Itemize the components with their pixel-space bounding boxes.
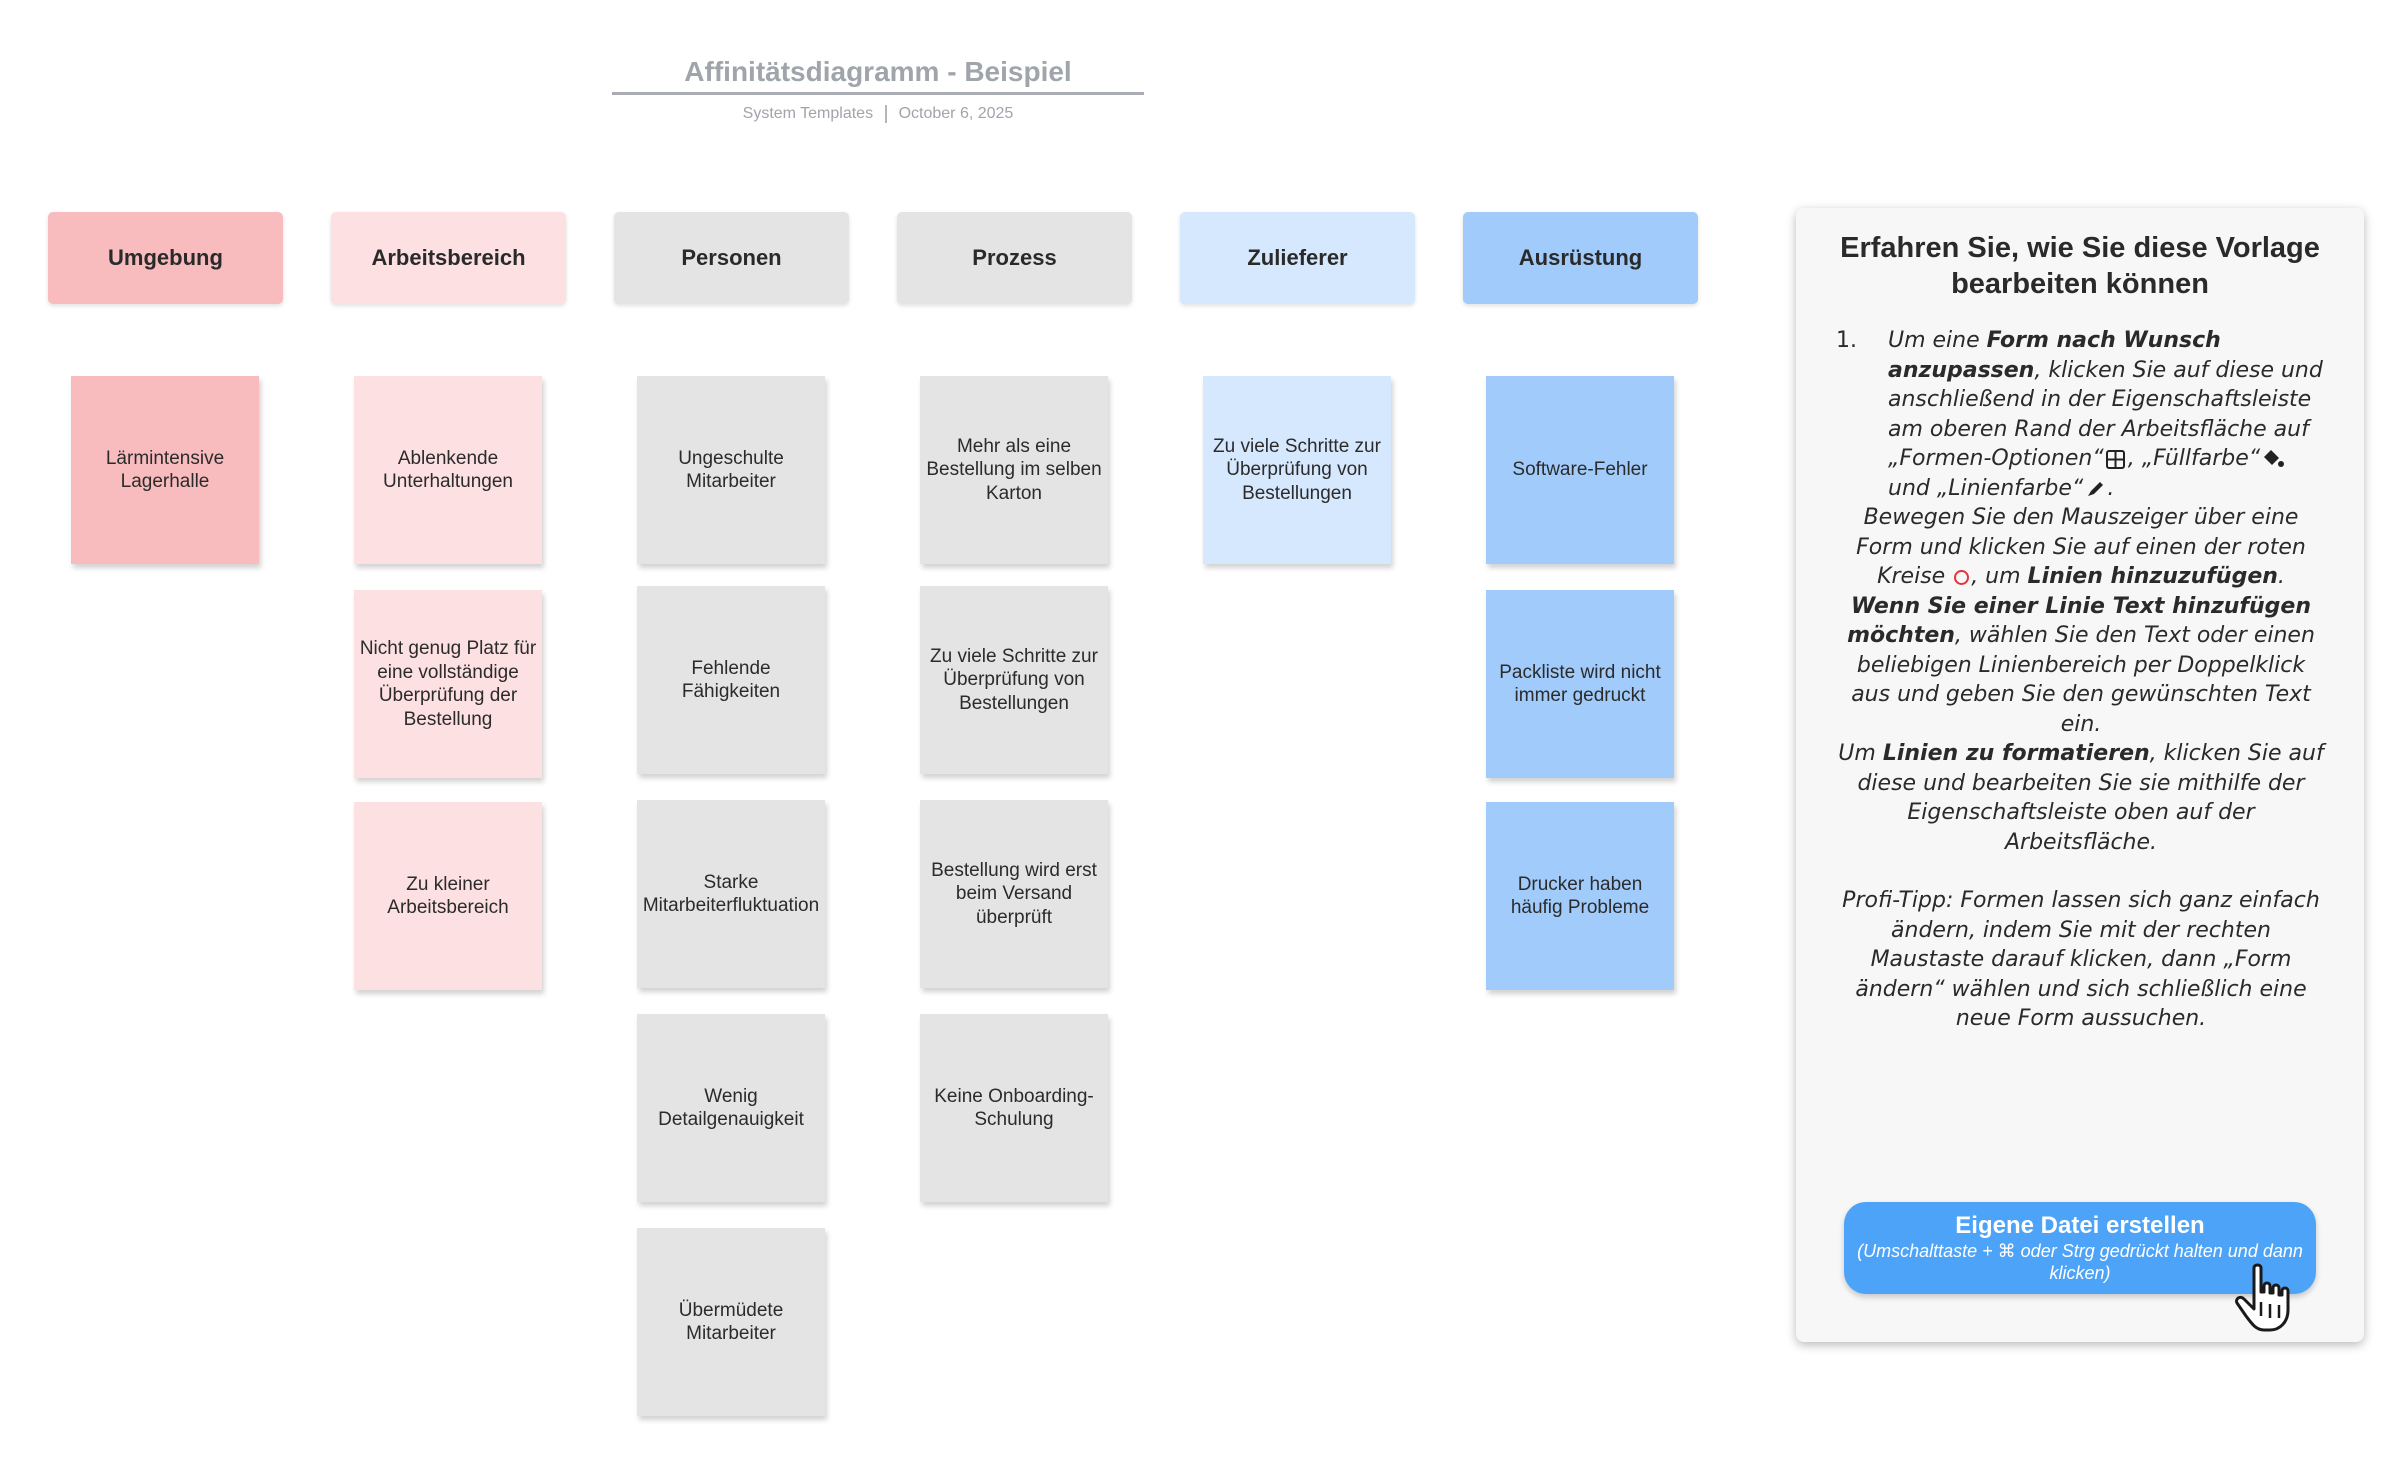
lines-text: .	[2277, 564, 2285, 589]
sticky-note[interactable]: Starke Mitarbeiterfluktuation	[637, 800, 825, 988]
sticky-note[interactable]: Zu kleiner Arbeitsbereich	[354, 802, 542, 990]
lines-text: , um	[1971, 564, 2028, 589]
instruction-lines: Bewegen Sie den Mauszeiger über eine For…	[1836, 503, 2326, 592]
step-number: 1.	[1836, 328, 1857, 353]
step-text: , klicken Sie auf diese und anschließend…	[1888, 357, 2323, 472]
title-underline	[612, 92, 1144, 95]
sticky-note[interactable]: Drucker haben häufig Probleme	[1486, 802, 1674, 990]
header-umgebung[interactable]: Umgebung	[48, 212, 283, 304]
step-emphasis: Form nach Wunsch anzupassen	[1888, 328, 2221, 383]
lines-text: Bewegen Sie den Mauszeiger über eine For…	[1856, 505, 2306, 589]
document-title: Affinitätsdiagramm - Beispiel	[684, 56, 1072, 87]
instructions-panel: Erfahren Sie, wie Sie diese Vorlage bear…	[1796, 208, 2364, 1342]
format-text: , klicken Sie auf diese und bearbeiten S…	[1857, 741, 2324, 855]
format-text: Um	[1838, 741, 1883, 766]
sticky-note-text: Software-Fehler	[1512, 459, 1648, 481]
line-color-icon	[2088, 481, 2104, 496]
step-text: Um eine	[1888, 328, 1987, 353]
header-prozess[interactable]: Prozess	[897, 212, 1132, 304]
sticky-note[interactable]: Zu viele Schritte zur Überprüfung von Be…	[920, 586, 1108, 774]
sticky-note-text: Fehlende Fähigkeiten	[681, 657, 781, 703]
sticky-note[interactable]: Ablenkende Unterhaltungen	[354, 376, 542, 564]
document-meta: System Templates October 6, 2025	[612, 104, 1144, 124]
document-date: October 6, 2025	[898, 105, 1014, 122]
sticky-note[interactable]: Zu viele Schritte zur Überprüfung von Be…	[1203, 376, 1391, 564]
red-circle-icon	[1954, 569, 1970, 585]
sticky-note-text: Ablenkende Unterhaltungen	[383, 447, 513, 493]
cta-subtitle: (Umschalttaste + ⌘ oder Strg gedrückt ha…	[1857, 1241, 2303, 1283]
sticky-note-text: Drucker haben häufig Probleme	[1510, 873, 1650, 919]
header-personen[interactable]: Personen	[614, 212, 849, 304]
sticky-note-text: Zu kleiner Arbeitsbereich	[387, 873, 509, 919]
header-ausruestung[interactable]: Ausrüstung	[1463, 212, 1698, 304]
header-zulieferer[interactable]: Zulieferer	[1180, 212, 1415, 304]
step-text: , „Füllfarbe“	[2127, 446, 2261, 471]
sticky-note[interactable]: Mehr als eine Bestellung im selben Karto…	[920, 376, 1108, 564]
lines-emphasis: Linien hinzuzufügen	[2027, 564, 2278, 589]
document-source: System Templates	[742, 105, 874, 122]
sticky-note[interactable]: Lärmintensive Lagerhalle	[71, 376, 259, 564]
shape-options-icon	[2105, 450, 2125, 469]
sticky-note-text: Wenig Detailgenauigkeit	[658, 1085, 804, 1131]
step-1-text: Um eine Form nach Wunsch anzupassen, kli…	[1888, 326, 2326, 503]
panel-body: 1. Um eine Form nach Wunsch anzupassen, …	[1836, 326, 2326, 1034]
instruction-step-1: 1. Um eine Form nach Wunsch anzupassen, …	[1836, 326, 2326, 503]
cta-title: Eigene Datei erstellen	[1955, 1212, 2205, 1239]
format-emphasis: Linien zu formatieren	[1882, 741, 2150, 766]
step-text: und „Linienfarbe“	[1888, 475, 2084, 501]
sticky-note[interactable]: Fehlende Fähigkeiten	[637, 586, 825, 774]
fill-color-icon	[2264, 450, 2285, 467]
instruction-text-on-line: Wenn Sie einer Linie Text hinzufügen möc…	[1836, 592, 2326, 740]
sticky-note-text: Zu viele Schritte zur Überprüfung von Be…	[1213, 435, 1381, 504]
text-on-line-emphasis: Wenn Sie einer Linie Text hinzufügen möc…	[1847, 593, 2311, 649]
header-arbeitsbereich[interactable]: Arbeitsbereich	[331, 212, 566, 304]
sticky-note[interactable]: Keine Onboarding-Schulung	[920, 1014, 1108, 1202]
sticky-note-text: Bestellung wird erst beim Versand überpr…	[931, 859, 1097, 928]
sticky-note-text: Packliste wird nicht immer gedruckt	[1499, 661, 1661, 707]
sticky-note-text: Starke Mitarbeiterfluktuation	[642, 871, 820, 917]
sticky-note[interactable]: Software-Fehler	[1486, 376, 1674, 564]
hand-cursor-icon	[2235, 1263, 2290, 1332]
panel-title: Erfahren Sie, wie Sie diese Vorlage bear…	[1840, 232, 2320, 300]
pro-tip: Profi-Tipp: Formen lassen sich ganz einf…	[1842, 888, 2320, 1031]
sticky-note-text: Nicht genug Platz für eine vollständige …	[359, 638, 537, 730]
sticky-note[interactable]: Übermüdete Mitarbeiter	[637, 1228, 825, 1416]
sticky-note[interactable]: Packliste wird nicht immer gedruckt	[1486, 590, 1674, 778]
sticky-note-text: Keine Onboarding-Schulung	[934, 1085, 1094, 1131]
sticky-note[interactable]: Nicht genug Platz für eine vollständige …	[354, 590, 542, 778]
text-on-line-text: , wählen Sie den Text oder einen beliebi…	[1851, 623, 2315, 737]
meta-separator	[885, 104, 887, 123]
sticky-note[interactable]: Ungeschulte Mitarbeiter	[637, 376, 825, 564]
sticky-note-text: Übermüdete Mitarbeiter	[678, 1299, 784, 1345]
sticky-note-text: Ungeschulte Mitarbeiter	[678, 447, 784, 493]
step-text: .	[2107, 475, 2115, 501]
sticky-note[interactable]: Wenig Detailgenauigkeit	[637, 1014, 825, 1202]
sticky-note-text: Zu viele Schritte zur Überprüfung von Be…	[930, 645, 1098, 714]
create-own-file-button[interactable]: Eigene Datei erstellen (Umschalttaste + …	[1844, 1202, 2316, 1294]
instruction-format-lines: Um Linien zu formatieren, klicken Sie au…	[1836, 739, 2326, 857]
sticky-note[interactable]: Bestellung wird erst beim Versand überpr…	[920, 800, 1108, 988]
sticky-note-text: Lärmintensive Lagerhalle	[105, 447, 225, 493]
sticky-note-text: Mehr als eine Bestellung im selben Karto…	[926, 435, 1102, 504]
